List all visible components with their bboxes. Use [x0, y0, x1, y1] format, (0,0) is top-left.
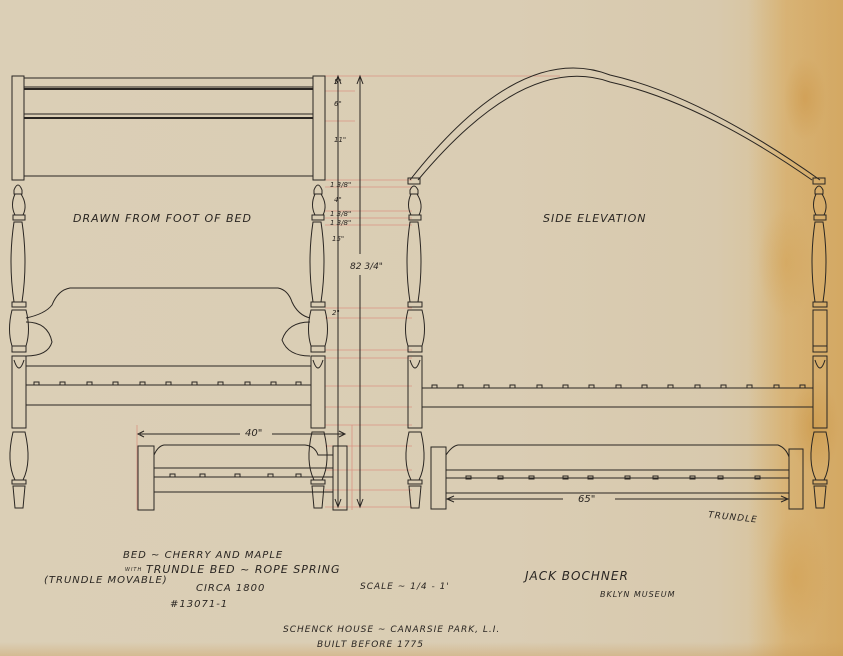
dimension-chain — [334, 74, 364, 509]
front-left-post — [9, 184, 29, 509]
title-line2-prefix: WITH — [125, 567, 143, 573]
dim-overall-height: 82 3/4" — [350, 262, 383, 272]
headboard — [11, 75, 326, 181]
dim-1-3-8-c: 1 3/8" — [330, 219, 352, 227]
footboard — [25, 287, 311, 319]
title-line2: TRUNDLE BED ~ ROPE SPRING — [146, 563, 341, 576]
date-label: CIRCA 1800 — [196, 583, 266, 594]
front-right-post — [308, 184, 328, 509]
rope-pegs-front — [33, 381, 302, 386]
dim-trundle-length: 65" — [578, 494, 596, 505]
side-left-post — [405, 185, 425, 509]
built-date: BUILT BEFORE 1775 — [317, 640, 425, 650]
title-line1: BED ~ CHERRY AND MAPLE — [123, 550, 284, 561]
side-view-title: SIDE ELEVATION — [543, 212, 647, 225]
trundle-front — [137, 444, 348, 511]
canopy-arch — [409, 67, 821, 181]
trundle-side — [430, 444, 804, 510]
dim-11in: 11" — [334, 136, 347, 144]
rope-pegs-side — [431, 384, 806, 389]
dim-1-3-8-b: 1 3/8" — [330, 210, 352, 218]
dim-5in: 5" — [334, 78, 342, 86]
location-label: SCHENCK HOUSE ~ CANARSIE PARK, L.I. — [283, 625, 501, 635]
front-view-title: DRAWN FROM FOOT OF BED — [73, 212, 252, 225]
dim-4in: 4" — [334, 196, 342, 204]
dim-15in: 15" — [332, 235, 345, 243]
dim-trundle-width: 40" — [245, 428, 263, 439]
artist-name: JACK BOCHNER — [525, 569, 629, 583]
scale-label: SCALE ~ 1/4 - 1' — [360, 582, 450, 592]
dim-1-3-8-a: 1 3/8" — [330, 181, 352, 189]
side-right-post — [810, 185, 830, 509]
museum-source: BKLYN MUSEUM — [600, 590, 676, 599]
dim-2in: 2" — [332, 309, 340, 317]
catalog-number: #13071-1 — [170, 599, 229, 610]
bottom-edge-stain — [0, 642, 843, 656]
dim-6in: 6" — [334, 100, 342, 108]
trundle-movable-note: (TRUNDLE MOVABLE) — [44, 575, 168, 586]
